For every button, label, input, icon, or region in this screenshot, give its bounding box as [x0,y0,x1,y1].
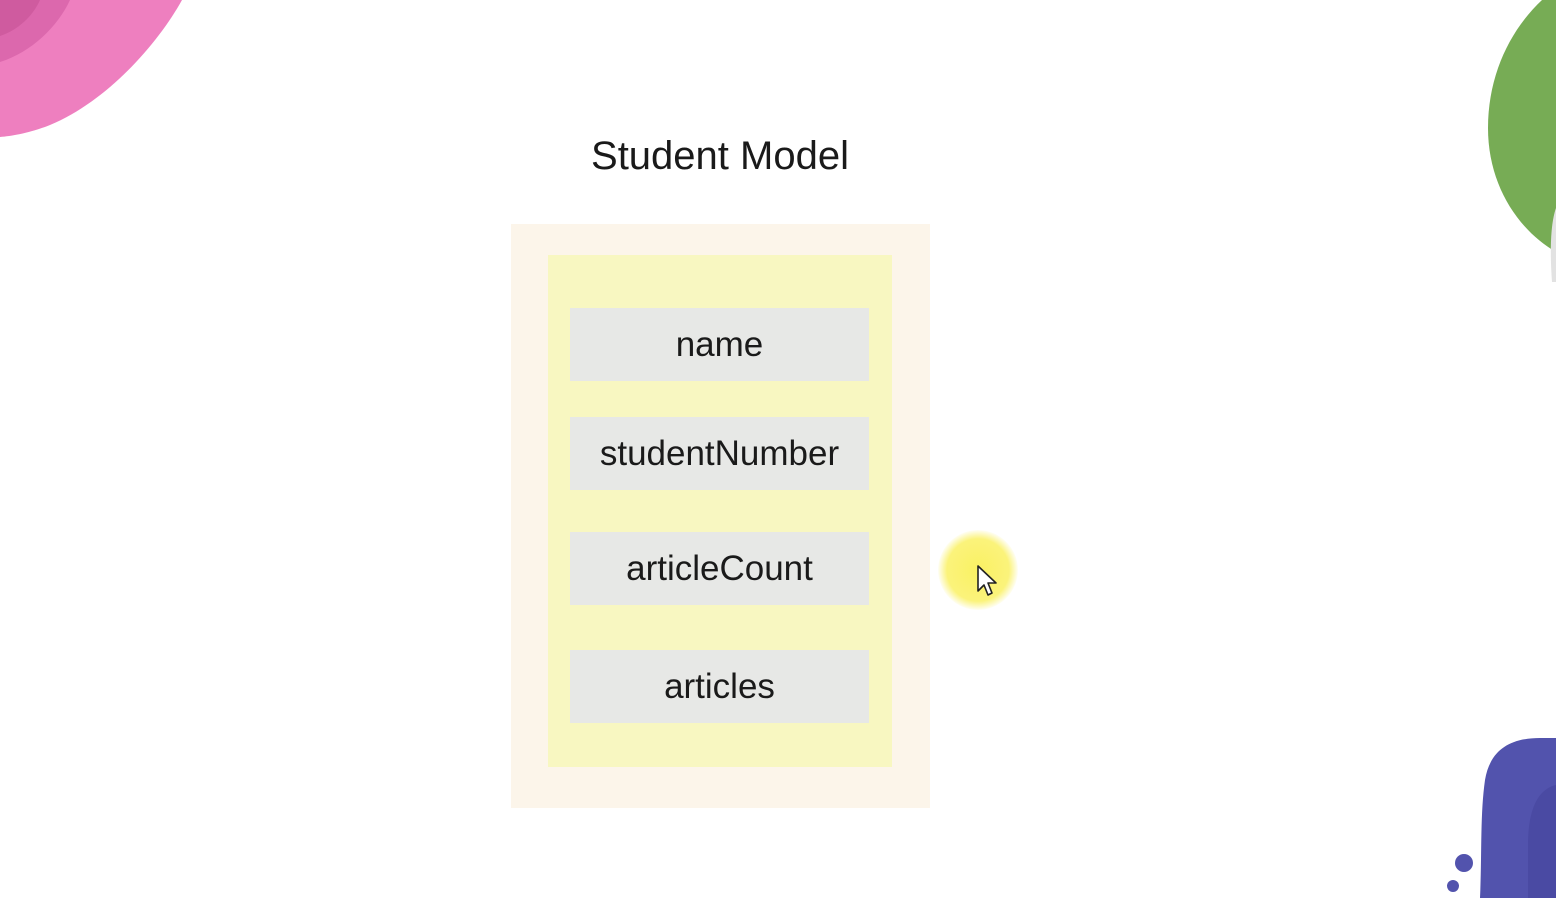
green-corner-decoration [1488,0,1556,282]
field-name: name [570,308,869,381]
purple-corner-decoration [1447,738,1556,898]
field-articles: articles [570,650,869,723]
student-model-inner-box: name studentNumber articleCount articles [548,255,892,767]
pink-corner-decoration [0,0,182,137]
diagram-title: Student Model [591,134,849,178]
field-article-count: articleCount [570,532,869,605]
student-model-outer-box: name studentNumber articleCount articles [511,224,930,808]
mouse-pointer-icon [977,565,997,596]
field-student-number: studentNumber [570,417,869,490]
